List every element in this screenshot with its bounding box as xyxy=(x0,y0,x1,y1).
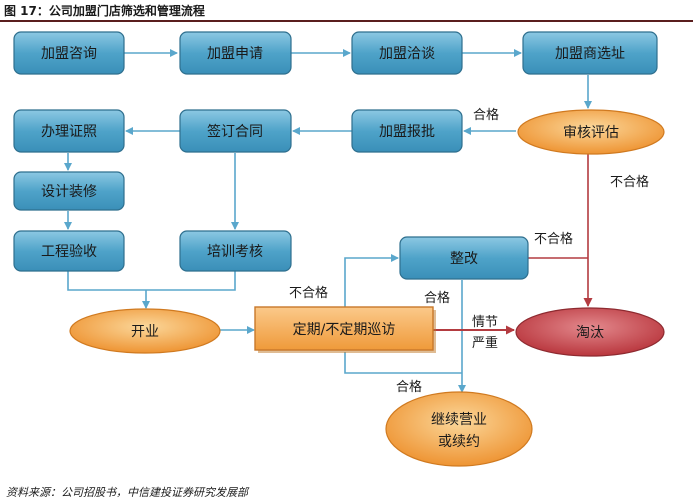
node-decor-label: 设计装修 xyxy=(41,184,97,200)
node-negotiate-label: 加盟洽谈 xyxy=(379,46,435,62)
node-inspect-label: 定期/不定期巡访 xyxy=(293,322,396,338)
figure-title: 图 17：公司加盟门店筛选和管理流程 xyxy=(4,4,205,18)
node-approve: 加盟报批 xyxy=(351,109,463,153)
node-inspect: 定期/不定期巡访 xyxy=(254,306,436,353)
node-accept-label: 工程验收 xyxy=(41,244,97,260)
node-contract-label: 签订合同 xyxy=(207,123,263,140)
node-open: 开业 xyxy=(69,308,221,354)
label-review-fail: 不合格 xyxy=(610,174,649,190)
node-eliminate: 淘汰 xyxy=(515,307,665,357)
node-train: 培训考核 xyxy=(179,230,292,272)
figure-source: 资料来源：公司招股书，中信建投证券研究发展部 xyxy=(6,486,248,499)
title-divider xyxy=(0,20,693,22)
label-severe-line1: 情节 xyxy=(472,315,498,330)
node-review: 审核评估 xyxy=(517,109,665,155)
node-consult: 加盟咨询 xyxy=(13,31,125,75)
label-rectify-pass: 合格 xyxy=(424,290,450,306)
node-approve-label: 加盟报批 xyxy=(379,124,435,140)
node-license: 办理证照 xyxy=(13,109,125,153)
label-severe-line2: 严重 xyxy=(472,335,498,351)
node-open-label: 开业 xyxy=(131,324,159,340)
node-review-label: 审核评估 xyxy=(563,125,619,141)
node-site-label: 加盟商选址 xyxy=(555,46,625,62)
node-site: 加盟商选址 xyxy=(522,31,658,75)
node-apply-label: 加盟申请 xyxy=(207,46,263,62)
edge-inspect-rectify xyxy=(344,254,399,308)
node-negotiate: 加盟洽谈 xyxy=(351,31,463,75)
node-train-label: 培训考核 xyxy=(207,244,263,260)
node-continue-label-line1: 继续营业 xyxy=(431,411,487,428)
node-apply: 加盟申请 xyxy=(179,31,292,75)
node-rectify-label: 整改 xyxy=(450,251,478,267)
node-license-label: 办理证照 xyxy=(41,124,97,140)
node-continue-label-line2: 或续约 xyxy=(438,433,480,450)
label-inspect-pass: 合格 xyxy=(396,379,422,395)
node-contract: 签订合同 xyxy=(179,109,292,153)
label-inspect-fail: 不合格 xyxy=(289,285,328,301)
edge-accept-train-merge xyxy=(67,271,236,291)
edge-inspect-continue xyxy=(344,352,462,374)
node-consult-label: 加盟咨询 xyxy=(41,46,97,62)
node-continue: 继续营业 或续约 xyxy=(385,391,533,467)
label-review-pass: 合格 xyxy=(473,107,499,123)
label-rectify-fail: 不合格 xyxy=(534,231,573,247)
node-rectify: 整改 xyxy=(399,236,529,280)
node-decor: 设计装修 xyxy=(13,171,125,211)
node-accept: 工程验收 xyxy=(13,230,125,272)
node-eliminate-label: 淘汰 xyxy=(576,325,604,341)
